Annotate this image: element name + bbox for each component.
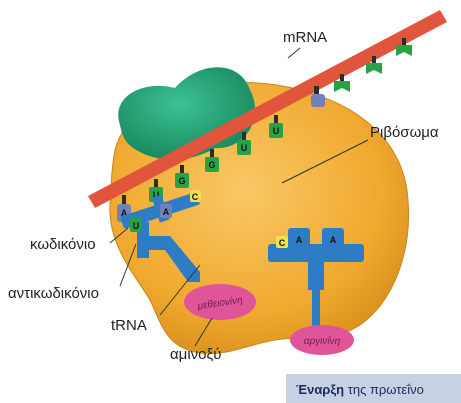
amino-acid-arginine: αργινίνη	[290, 325, 354, 355]
caption-box: Έναρξη της πρωτεΐνο	[286, 374, 461, 403]
codon-base-6-letter: U	[273, 126, 280, 136]
caption-bold: Έναρξη	[296, 382, 344, 397]
codon-base-4-letter: G	[208, 160, 215, 170]
label-ribosome: Ριβόσωμα	[370, 124, 439, 141]
anticodon-2-letter-1: C	[279, 238, 286, 248]
anticodon-2-letter-2: A	[296, 235, 303, 245]
anticodon-1-letter-3: C	[192, 192, 199, 202]
label-mrna: mRNA	[283, 29, 327, 46]
label-codon: κωδικόνιο	[30, 236, 96, 253]
codon-base-3-letter: G	[178, 176, 185, 186]
anticodon-1-letter-2: A	[163, 207, 170, 217]
anticodon-1-letter-1: U	[133, 221, 140, 231]
label-trna: tRNA	[111, 317, 147, 334]
label-amino-acid: αμινοξύ	[170, 346, 221, 363]
codon-base-5-letter: U	[241, 143, 248, 153]
arginine-label: αργινίνη	[304, 335, 341, 347]
leader-mrna	[288, 48, 300, 58]
anticodon-2-letter-3: A	[330, 235, 337, 245]
label-anticodon: αντικωδικόνιο	[8, 285, 99, 302]
amino-acid-methionine: μεθειονίνη	[184, 284, 256, 320]
caption-rest: της πρωτεΐνο	[344, 382, 424, 397]
